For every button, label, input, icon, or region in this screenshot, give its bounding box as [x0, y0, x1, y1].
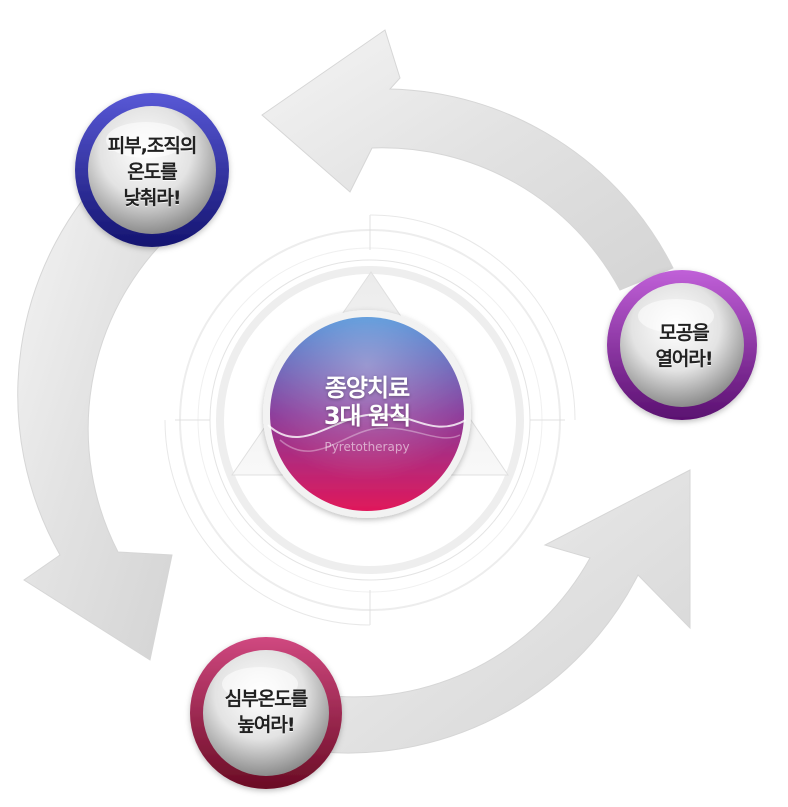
center-rings — [164, 214, 576, 626]
cycle-arrows — [17, 29, 691, 754]
node-core-line-1: 심부온도를 — [224, 688, 308, 710]
node-skin — [75, 93, 229, 247]
node-pores-label: 모공을 열어라! — [655, 320, 713, 372]
arrow-top — [261, 29, 674, 291]
node-skin-line-3: 낮춰라! — [123, 187, 181, 209]
node-pores — [607, 270, 757, 420]
node-core-line-2: 높여라! — [237, 714, 295, 736]
center-title-line-2: 3대 원칙 — [323, 402, 411, 430]
node-core-label: 심부온도를 높여라! — [224, 686, 308, 738]
center-disc — [263, 310, 471, 518]
arrow-left — [17, 159, 173, 661]
center-subtitle: Pyretotherapy — [324, 440, 410, 454]
node-skin-line-1: 피부,조직의 — [107, 135, 198, 157]
arrow-right — [321, 469, 691, 754]
node-core — [190, 637, 342, 789]
node-pores-line-1: 모공을 — [659, 322, 709, 344]
center-title-line-1: 종양치료 — [324, 374, 410, 402]
node-skin-line-2: 온도를 — [127, 161, 177, 183]
node-skin-label: 피부,조직의 온도를 낮춰라! — [107, 133, 198, 211]
center-title: 종양치료 3대 원칙 — [323, 374, 411, 430]
node-pores-line-2: 열어라! — [655, 348, 713, 370]
